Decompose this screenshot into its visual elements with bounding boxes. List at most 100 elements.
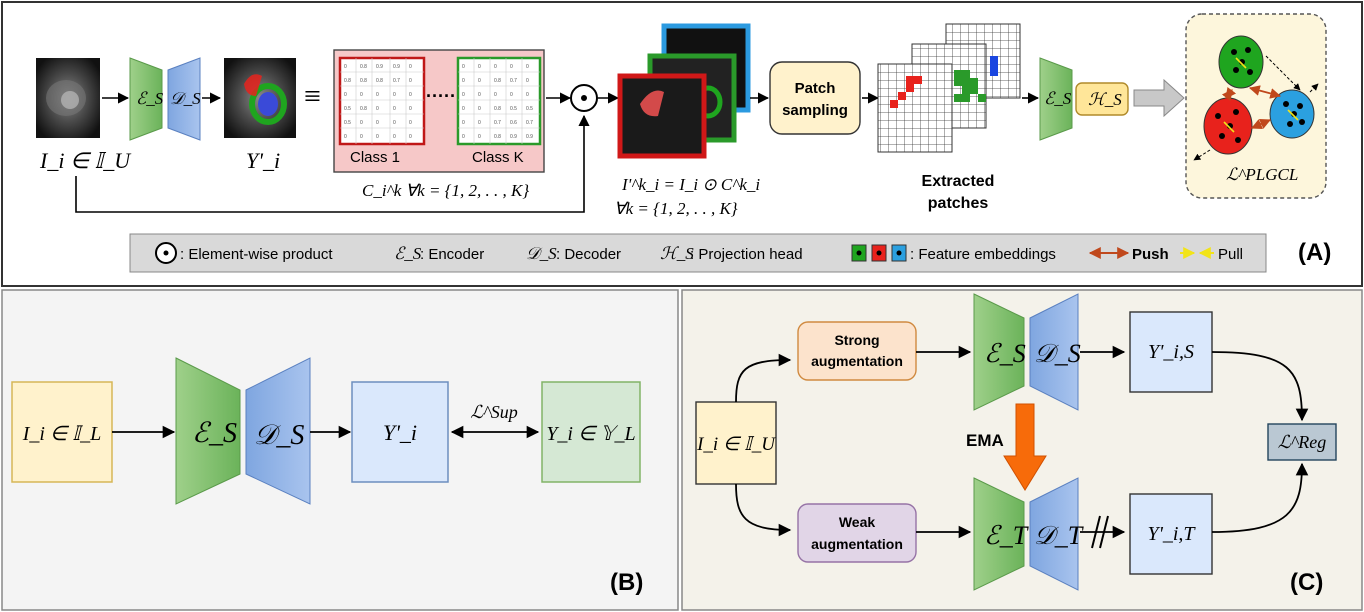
panel-b-label: (B) (610, 569, 643, 596)
c-student-dec-label: 𝒟_S (1034, 339, 1081, 368)
svg-text:0: 0 (510, 64, 513, 70)
svg-text:0.5: 0.5 (344, 106, 351, 112)
svg-text:0: 0 (409, 92, 412, 98)
c-ema-label: EMA (966, 431, 1004, 450)
svg-text:0: 0 (344, 64, 347, 70)
c-teacher-dec-label: 𝒟_T (1034, 521, 1084, 550)
svg-text:0: 0 (409, 64, 412, 70)
contrastive-loss-panel: ℒ^PLGCL (1185, 13, 1327, 199)
legend-push: Push (1132, 246, 1169, 263)
svg-text:0: 0 (409, 78, 412, 84)
svg-text:0: 0 (494, 64, 497, 70)
c-reg-loss-box (1267, 423, 1337, 461)
svg-text:0.7: 0.7 (526, 120, 533, 126)
b-decoder-label: 𝒟_S (254, 420, 304, 451)
svg-text:0: 0 (376, 106, 379, 112)
svg-text:0: 0 (478, 106, 481, 112)
c-arrow-input-strong (735, 353, 792, 403)
svg-text:0: 0 (462, 120, 465, 126)
svg-text:0.7: 0.7 (393, 78, 400, 84)
svg-text:0: 0 (409, 120, 412, 126)
svg-text:0.8: 0.8 (376, 78, 383, 84)
encoder2-shape (1039, 57, 1073, 141)
c-arrow-teacher-loss (1211, 462, 1309, 533)
svg-text:0: 0 (526, 78, 529, 84)
svg-text:0: 0 (462, 106, 465, 112)
c-weak-aug-label-2: augmentation (811, 536, 903, 552)
element-wise-product-symbol (570, 84, 598, 112)
svg-text:0.5: 0.5 (344, 120, 351, 126)
arrow-to-loss (1133, 78, 1185, 118)
svg-text:0: 0 (462, 92, 465, 98)
legend-decoder: : Decoder (556, 246, 621, 263)
extracted-label-1: Extracted (922, 173, 995, 190)
svg-text:0: 0 (344, 92, 347, 98)
projection-head-label: ℋ_S (1088, 90, 1122, 109)
legend-pull: Pull (1218, 246, 1243, 263)
svg-text:0: 0 (478, 134, 481, 140)
svg-text:0.8: 0.8 (360, 106, 367, 112)
legend-projection: : Projection head (690, 246, 803, 263)
svg-text:0: 0 (344, 134, 347, 140)
svg-text:0.8: 0.8 (494, 78, 501, 84)
projection-head-box (1075, 82, 1129, 116)
arrow-skip-input-product (75, 114, 590, 213)
c-stop-gradient-mark (1091, 515, 1109, 549)
b-sup-loss-label: ℒ^Sup (470, 402, 518, 422)
svg-text:0: 0 (376, 120, 379, 126)
svg-text:0: 0 (478, 120, 481, 126)
svg-text:0.8: 0.8 (344, 78, 351, 84)
legend-bar: : Element-wise product ℰ_S : Encoder 𝒟_S… (129, 233, 1267, 273)
prediction-mri-image (224, 58, 296, 138)
svg-text:0: 0 (360, 120, 363, 126)
svg-text:0.9: 0.9 (376, 64, 383, 70)
svg-text:0: 0 (462, 64, 465, 70)
svg-text:0: 0 (376, 92, 379, 98)
svg-text:0.7: 0.7 (510, 78, 517, 84)
class1-label: Class 1 (350, 149, 400, 166)
svg-text:0: 0 (360, 134, 363, 140)
c-ema-arrow (1003, 403, 1047, 491)
svg-text:0: 0 (393, 134, 396, 140)
b-gt-label: Y_i ∈ 𝕐_L (546, 423, 635, 445)
svg-text:0: 0 (393, 106, 396, 112)
svg-text:0: 0 (393, 120, 396, 126)
c-teacher-pred-label: Y'_i,T (1147, 523, 1196, 545)
svg-text:0: 0 (462, 134, 465, 140)
legend-enc-sym: ℰ_S (394, 244, 422, 263)
input-mri-image (36, 58, 100, 138)
panel-b: I_i ∈ 𝕀_L ℰ_S 𝒟_S Y'_i ℒ^Sup Y_i ∈ 𝕐_L (… (1, 289, 679, 611)
c-strong-aug-label-1: Strong (834, 332, 879, 348)
c-student-pred-label: Y'_i,S (1148, 341, 1194, 363)
extracted-label-2: patches (928, 195, 989, 212)
svg-text:0.9: 0.9 (510, 134, 517, 140)
c-student-pred-box (1129, 311, 1213, 393)
panel-c-label: (C) (1290, 569, 1323, 596)
c-teacher-decoder (1029, 477, 1079, 591)
classK-label: Class K (472, 149, 524, 166)
svg-text:0: 0 (526, 92, 529, 98)
svg-text:0: 0 (462, 78, 465, 84)
c-teacher-enc-label: ℰ_T (984, 521, 1029, 550)
svg-text:0.8: 0.8 (494, 134, 501, 140)
svg-text:0: 0 (478, 92, 481, 98)
c-arrow-student-loss (1211, 351, 1309, 422)
b-encoder-shape (175, 357, 241, 505)
patch-sampling-label-2: sampling (782, 102, 848, 119)
b-pred-box (351, 381, 449, 483)
encoder-shape (129, 57, 163, 141)
svg-text:0.7: 0.7 (494, 120, 501, 126)
svg-text:0: 0 (526, 64, 529, 70)
legend-product: : Element-wise product (180, 246, 333, 263)
svg-text:0: 0 (510, 92, 513, 98)
panel-a: I_i ∈ 𝕀_U ℰ_S 𝒟_S Y'_i ≡ (1, 1, 1363, 287)
c-weak-aug-label-1: Weak (839, 514, 876, 530)
svg-text:0.8: 0.8 (360, 64, 367, 70)
svg-text:0: 0 (409, 106, 412, 112)
b-input-label: I_i ∈ 𝕀_L (22, 423, 102, 445)
legend-head-sym: ℋ_S (660, 244, 694, 263)
legend-encoder: : Encoder (420, 246, 484, 263)
svg-text:0.8: 0.8 (360, 78, 367, 84)
legend-features: : Feature embeddings (910, 246, 1056, 263)
svg-text:0: 0 (494, 92, 497, 98)
